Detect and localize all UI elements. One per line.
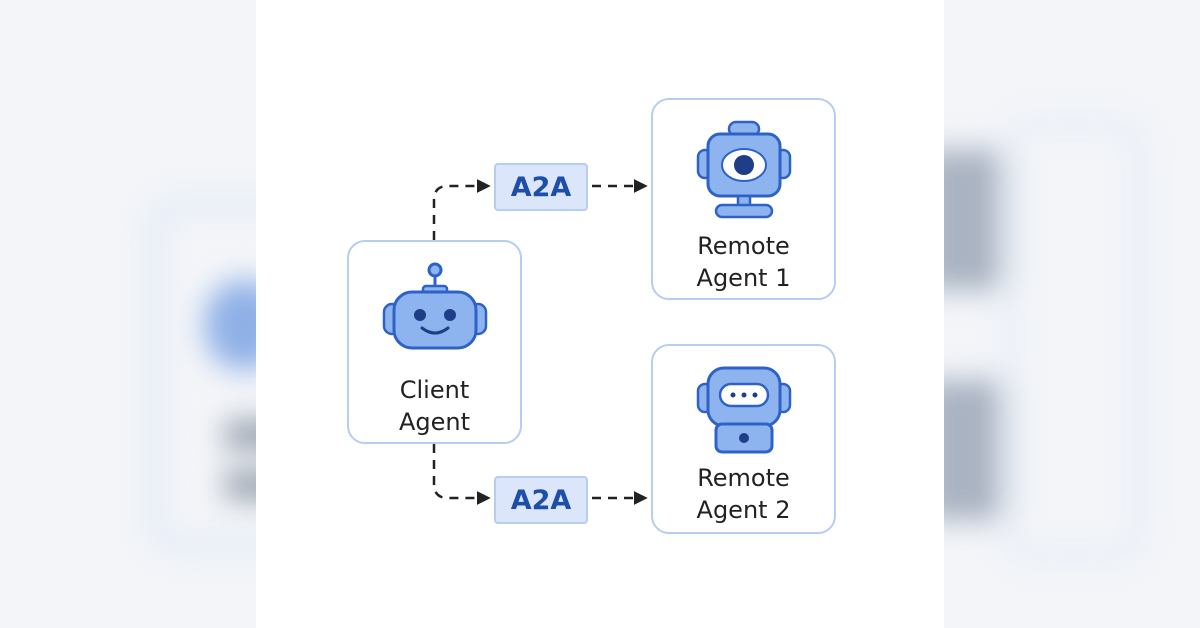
edge-client-to-a2a-top [432, 179, 491, 240]
client-agent-label-line2: Agent [398, 408, 471, 436]
a2a-badge-top: A2A [494, 163, 588, 211]
edge-client-to-a2a-bottom [432, 444, 491, 505]
client-agent-label-line1: Client [399, 376, 470, 404]
remote-agent-1-label: Remote Agent 1 [697, 230, 791, 294]
connector-layer [432, 179, 648, 505]
remote-agent-1-label-line2: Agent 1 [696, 264, 791, 292]
remote-agent-1-node: Remote Agent 1 [651, 98, 836, 300]
blurred-backdrop-right [944, 0, 1200, 628]
a2a-diagram: A2A A2A Client Agent [256, 0, 944, 628]
client-agent-label: Client Agent [399, 374, 470, 438]
smiling-robot-icon [382, 262, 487, 350]
blurred-backdrop-left [0, 0, 256, 628]
remote-agent-2-node: Remote Agent 2 [651, 344, 836, 534]
remote-agent-1-label-line1: Remote [697, 232, 790, 260]
visor-robot-icon [696, 366, 791, 454]
client-agent-node: Client Agent [347, 240, 522, 444]
eye-robot-icon [696, 120, 791, 219]
remote-agent-2-label: Remote Agent 2 [697, 462, 791, 526]
remote-agent-2-label-line1: Remote [697, 464, 790, 492]
remote-agent-2-label-line2: Agent 2 [696, 496, 791, 524]
a2a-badge-bottom: A2A [494, 476, 588, 524]
